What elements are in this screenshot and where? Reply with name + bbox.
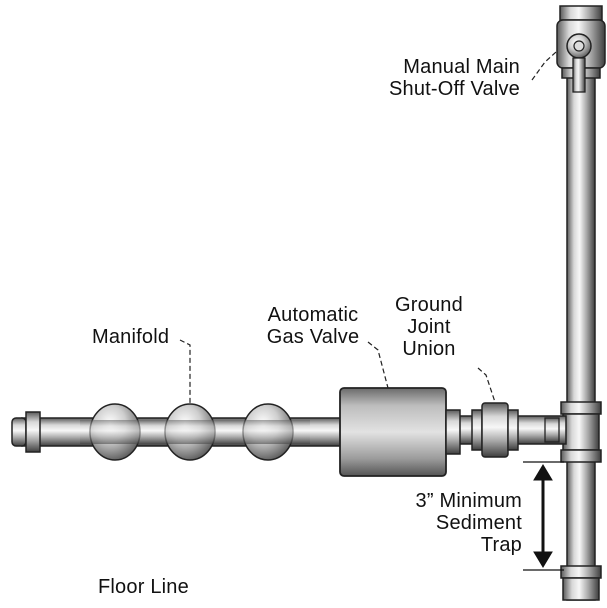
label-sediment-trap: 3” Minimum Sediment Trap bbox=[380, 490, 522, 556]
label-floor-line: Floor Line bbox=[98, 576, 189, 598]
label-manual-shutoff-valve: Manual Main Shut-Off Valve bbox=[370, 56, 520, 100]
manual-shutoff-valve bbox=[556, 5, 606, 93]
label-manifold: Manifold bbox=[92, 326, 169, 348]
floor-line-text: Floor Line bbox=[98, 576, 189, 598]
manifold-text: Manifold bbox=[92, 326, 170, 348]
leader-lines bbox=[179, 51, 557, 405]
union-line3: Union bbox=[402, 338, 456, 360]
gas-valve-leader bbox=[367, 341, 389, 389]
tee-fitting bbox=[560, 401, 602, 463]
arrow-up-icon bbox=[533, 464, 553, 481]
sediment-line3: Trap bbox=[480, 534, 522, 556]
sediment-trap-cap bbox=[560, 565, 602, 601]
sediment-line2: Sediment bbox=[435, 512, 522, 534]
union-line1: Ground bbox=[395, 294, 463, 316]
union-line2: Joint bbox=[407, 316, 451, 338]
manual-valve-leader bbox=[531, 51, 557, 81]
manifold-leader bbox=[179, 339, 191, 405]
label-ground-joint-union: Ground Joint Union bbox=[383, 294, 475, 360]
gas-valve-line2: Gas Valve bbox=[266, 326, 360, 348]
sediment-line1: 3” Minimum bbox=[415, 490, 522, 512]
manifold-orifices bbox=[80, 403, 310, 461]
vertical-riser-pipe bbox=[566, 59, 596, 601]
union-leader bbox=[477, 367, 496, 403]
automatic-gas-valve bbox=[339, 387, 461, 477]
arrow-down-icon bbox=[533, 551, 553, 568]
manual-valve-line1: Manual Main bbox=[403, 56, 520, 78]
gas-valve-line1: Automatic bbox=[267, 304, 359, 326]
manual-valve-line2: Shut-Off Valve bbox=[388, 78, 520, 100]
label-automatic-gas-valve: Automatic Gas Valve bbox=[254, 304, 372, 348]
ground-joint-union bbox=[471, 402, 560, 458]
sediment-trap-dimension bbox=[523, 461, 564, 571]
